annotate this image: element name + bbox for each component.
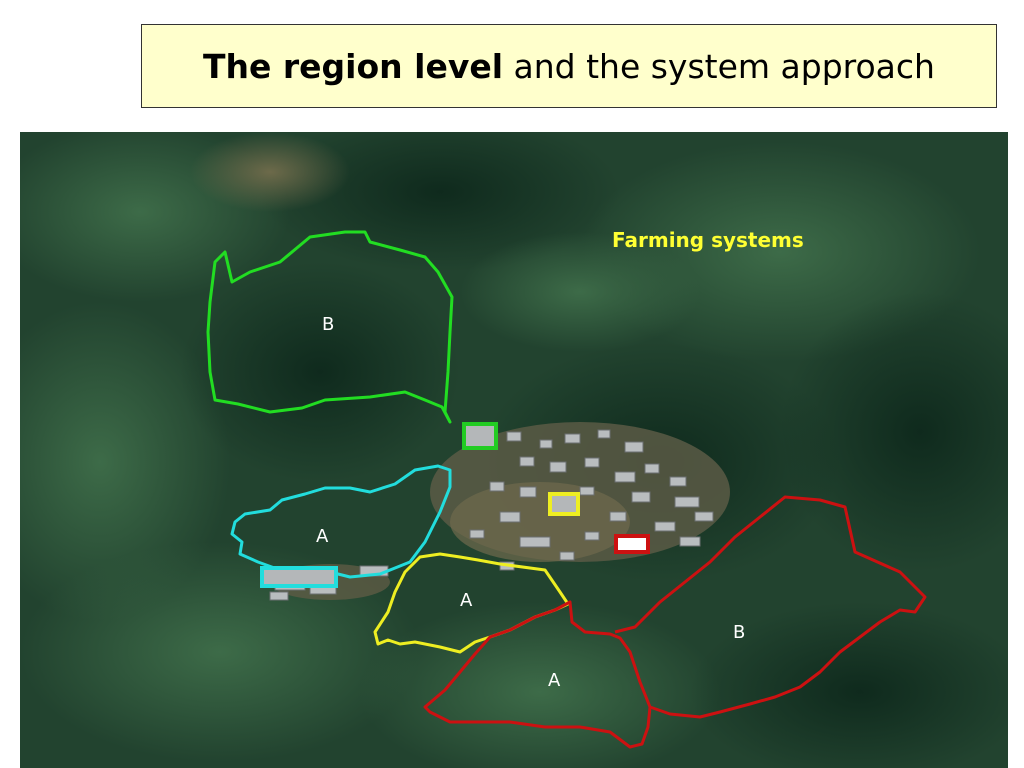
zone-label-red-a: A: [548, 670, 561, 691]
zone-label-yellow-a: A: [460, 590, 473, 611]
zone-outline-green-b: [206, 230, 454, 424]
title-box: The region level and the system approach: [141, 24, 997, 108]
aerial-photo: Farming systems B A A B A: [20, 132, 1008, 768]
zone-outline-cyan-a: [230, 464, 452, 579]
aerial-photo-canvas: Farming systems B A A B A: [20, 132, 1008, 768]
zone-label-red-b: B: [733, 622, 745, 643]
zone-outline-red-b: [614, 495, 927, 719]
zone-label-cyan-a: A: [316, 526, 329, 547]
title-bold: The region level: [203, 46, 504, 86]
slide-title: The region level and the system approach: [203, 47, 935, 86]
marker-red: [614, 534, 650, 554]
marker-yellow: [548, 492, 580, 516]
zone-outline-red-a: [423, 600, 652, 749]
marker-cyan: [260, 566, 338, 588]
zone-label-green-b: B: [322, 314, 334, 335]
photo-caption: Farming systems: [612, 228, 804, 252]
title-rest: and the system approach: [503, 46, 935, 86]
canopy-texture: [20, 132, 1008, 768]
marker-green: [462, 422, 498, 450]
